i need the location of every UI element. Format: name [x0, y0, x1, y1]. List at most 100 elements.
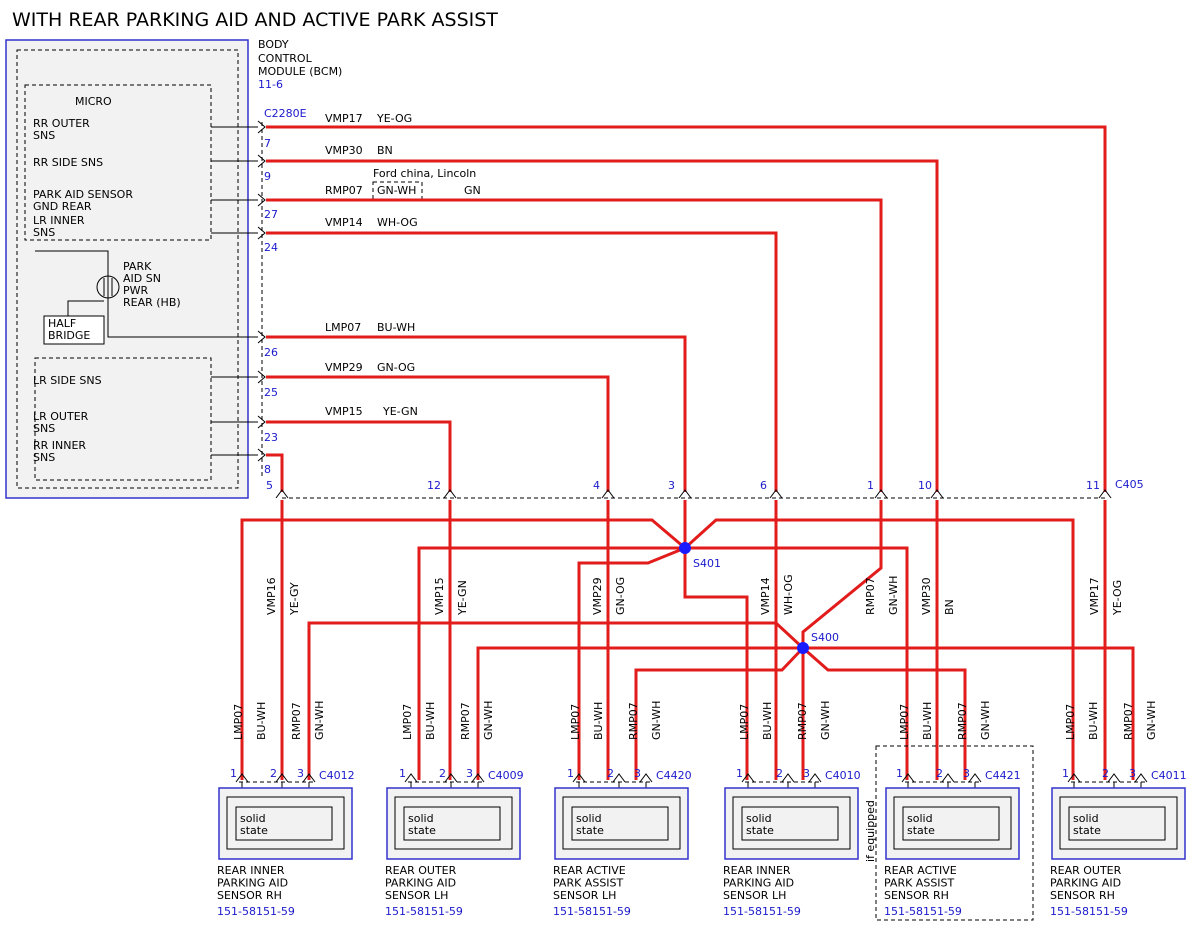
c4421-pin-2: 2 [936, 767, 943, 780]
s400-branch-c4009 [476, 646, 803, 780]
vlabel-vmp14: VMP14 [759, 577, 772, 615]
c4009-pin-arrow-3 [471, 773, 485, 783]
c4010-wire-label-4: GN-WH [819, 701, 832, 740]
c2280e-pin-arrows [257, 120, 266, 462]
c4421-pin-1: 1 [896, 767, 903, 780]
power-feed-wire [35, 250, 258, 338]
c4011-wire-label-3: RMP07 [1122, 702, 1135, 740]
c4010-pin-3: 3 [803, 767, 810, 780]
c4421-name-line-1: REAR ACTIVE [884, 864, 957, 877]
c405-pin-5: 5 [266, 479, 273, 492]
input-label-park-aid-gnd-2: GND REAR [33, 200, 92, 213]
wire-label-vmp17: VMP17 [325, 112, 363, 125]
wire-rmp07-lower [801, 500, 883, 648]
c405-pin-3: 3 [668, 479, 675, 492]
wire-label-vmp15: VMP15 [325, 405, 363, 418]
c4011-pin-1: 1 [1062, 767, 1069, 780]
vlabel-vmp30: VMP30 [920, 577, 933, 615]
c4010-part-number: 151-58151-59 [723, 905, 801, 918]
connector-c405: 5 12 4 3 6 1 10 11 C405 [266, 478, 1144, 499]
c4011-module-inner [1059, 796, 1178, 850]
c4421-pin-arrow-2 [941, 773, 955, 783]
wire-color-gn: GN [464, 184, 481, 197]
c4420-solid-state-box [571, 806, 669, 841]
bcm-name-line-3: MODULE (BCM) [258, 65, 342, 78]
splice-s400-label: S400 [811, 631, 839, 644]
c4011-pin-arrow-1 [1067, 773, 1081, 783]
bcm-name-line-2: CONTROL [258, 52, 313, 65]
wire-vmp30 [266, 159, 939, 492]
c4010-name-line-3: SENSOR LH [723, 889, 786, 902]
c4010-inner-line-2: state [746, 824, 774, 837]
c4009-connector-name: C4009 [488, 769, 524, 782]
vlabel-bn: BN [943, 599, 956, 615]
c4421-pin-arrow-1 [901, 773, 915, 783]
c4009-module-inner [394, 796, 513, 850]
c4421-pin-arrow-3 [968, 773, 982, 783]
c4421-wire-label-2: BU-WH [921, 702, 934, 740]
c405-pin-10: 10 [918, 479, 932, 492]
c4011-name-line-3: SENSOR RH [1050, 889, 1115, 902]
c4420-pin-3: 3 [634, 767, 641, 780]
c4011-solid-state-box [1068, 806, 1166, 841]
c4009-wire-label-2: BU-WH [424, 702, 437, 740]
c4010-name-line-2: PARKING AID [723, 877, 794, 890]
half-bridge-lead [67, 300, 104, 316]
c4012-wire-label-2: BU-WH [255, 702, 268, 740]
wire-color-gn-og: GN-OG [377, 361, 415, 374]
c4009-solid-state-box [403, 806, 501, 841]
c4010-inner-line-1: solid [746, 812, 772, 825]
c4420-name-line-3: SENSOR LH [553, 889, 616, 902]
vlabel-wh-og: WH-OG [782, 574, 795, 615]
c4009-wire-label-1: LMP07 [401, 704, 414, 740]
bcm-name-line-1: BODY [258, 38, 289, 51]
half-bridge-box [43, 315, 105, 345]
c4009-pin-arrow-2 [444, 773, 458, 783]
vlabel-vmp16: VMP16 [265, 577, 278, 615]
c4011-pin-arrow-2 [1107, 773, 1121, 783]
c405-pin-arrows [275, 489, 1112, 499]
c4012-wire-label-1: LMP07 [232, 704, 245, 740]
wire-harness [240, 125, 1135, 780]
wire-label-vmp29: VMP29 [325, 361, 363, 374]
c4009-pin-arrow-1 [404, 773, 418, 783]
c4420-pin-1: 1 [567, 767, 574, 780]
wire-label-vmp30: VMP30 [325, 144, 363, 157]
power-label-3: PWR [123, 284, 149, 297]
c4010-pin-arrow-1 [741, 773, 755, 783]
c405-pin-6: 6 [760, 479, 767, 492]
c4421-module-inner [893, 796, 1012, 850]
bcm-connector-name: C2280E [264, 107, 307, 120]
wire-color-bu-wh: BU-WH [377, 321, 415, 334]
input-label-rr-outer-2: SNS [33, 129, 55, 142]
power-label-2: AID SN [123, 272, 161, 285]
pin-7: 7 [264, 137, 271, 150]
s401-branch-c4421 [685, 546, 909, 780]
c4010-connector-name: C4010 [825, 769, 861, 782]
pin-26: 26 [264, 346, 278, 359]
c4420-wire-label-4: GN-WH [650, 701, 663, 740]
splice-s400 [797, 642, 809, 654]
c4420-pin-2: 2 [607, 767, 614, 780]
input-label-rr-outer-1: RR OUTER [33, 117, 90, 130]
c4420-module-inner [562, 796, 681, 850]
pin-9: 9 [264, 170, 271, 183]
c4012-wire-label-4: GN-WH [313, 701, 326, 740]
c4010-solid-state-box [741, 806, 839, 841]
power-label-4: REAR (HB) [123, 296, 181, 309]
vlabel-vmp17: VMP17 [1088, 577, 1101, 615]
pin-24: 24 [264, 241, 278, 254]
vlabel-vmp29: VMP29 [591, 577, 604, 615]
wire-color-wh-og: WH-OG [377, 216, 418, 229]
c4420-wire-label-2: BU-WH [592, 702, 605, 740]
power-switch-bars [103, 278, 113, 296]
c4012-pin-1: 1 [230, 767, 237, 780]
c4010-module-inner [732, 796, 851, 850]
c4420-wire-label-1: LMP07 [569, 704, 582, 740]
wire-vmp15 [266, 420, 452, 492]
c4420-inner-line-2: state [576, 824, 604, 837]
c4012-connector-name: C4012 [319, 769, 355, 782]
body-control-module: MICRO BODY CONTROL MODULE (BCM) 11-6 C22… [5, 38, 342, 499]
c4011-name-line-1: REAR OUTER [1050, 864, 1122, 877]
c4012-inner-line-1: solid [240, 812, 266, 825]
